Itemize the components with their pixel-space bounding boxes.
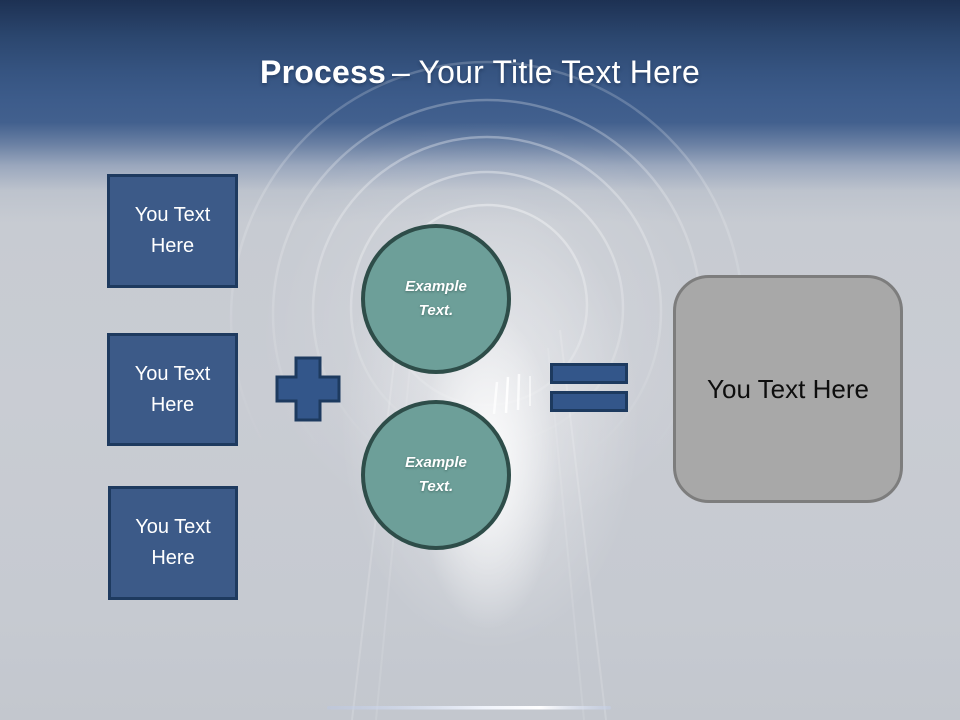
equals-bar-bottom	[550, 391, 628, 412]
example-circle-label: Example Text.	[405, 454, 467, 495]
example-circle-label: Example Text.	[405, 278, 467, 319]
page-title: Process– Your Title Text Here	[0, 54, 960, 91]
input-box-2[interactable]: You Text Here	[107, 333, 238, 446]
input-box-label: You Text Here	[135, 516, 211, 569]
result-box[interactable]: You Text Here	[673, 275, 903, 503]
example-circle-2[interactable]: Example Text.	[361, 400, 511, 550]
title-emphasis: Process	[260, 54, 386, 90]
plus-icon	[275, 356, 341, 422]
input-box-1[interactable]: You Text Here	[107, 174, 238, 288]
title-rest: – Your Title Text Here	[391, 54, 700, 90]
equals-bar-top	[550, 363, 628, 384]
input-box-label: You Text Here	[134, 204, 211, 257]
bottom-glow-line	[327, 706, 611, 710]
example-circle-1[interactable]: Example Text.	[361, 224, 511, 374]
input-box-label: You Text Here	[134, 362, 211, 416]
input-box-3[interactable]: You Text Here	[108, 486, 238, 600]
result-box-label: You Text Here	[707, 373, 869, 404]
